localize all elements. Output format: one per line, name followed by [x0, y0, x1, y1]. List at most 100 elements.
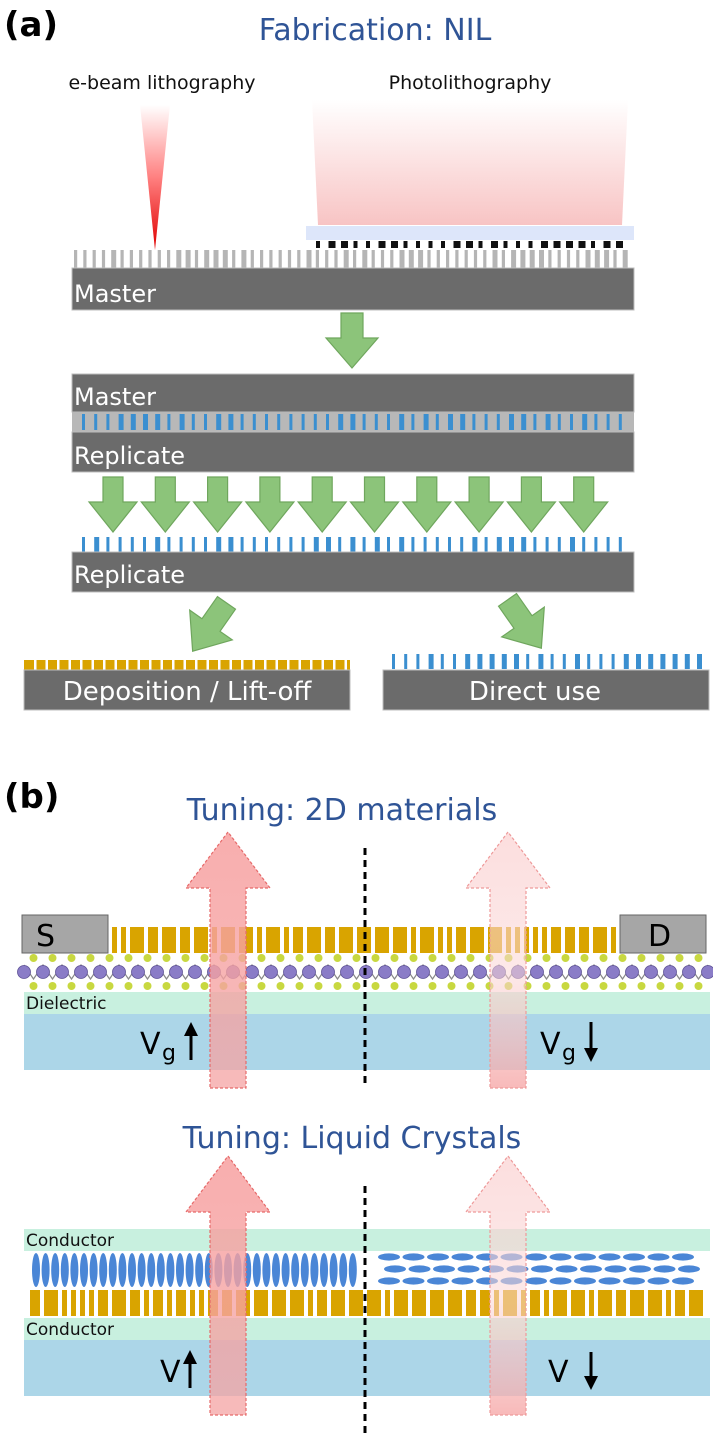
lc-molecule-vertical — [80, 1253, 88, 1287]
master-feature — [129, 250, 133, 268]
master-feature — [204, 250, 210, 268]
gold-antenna — [176, 1290, 186, 1316]
down-right-arrow — [497, 592, 545, 649]
metal-atom — [131, 965, 145, 979]
mask-feature — [403, 241, 408, 248]
gold-antenna — [456, 927, 466, 953]
lc-molecule-horizontal — [629, 1265, 651, 1273]
chalcogen-atom — [542, 982, 551, 990]
chalcogen-atom — [314, 982, 323, 990]
gold-antenna — [675, 1290, 685, 1316]
master-bar-1 — [71, 267, 635, 311]
lc-molecule-vertical — [291, 1253, 300, 1287]
pattern-feature — [326, 414, 329, 430]
gold-antenna — [579, 927, 589, 953]
voltage-up: V — [160, 1350, 197, 1390]
gate-substrate — [24, 1014, 710, 1070]
lc-molecule-vertical — [185, 1253, 194, 1287]
gold-antenna — [411, 927, 416, 953]
gold-gap — [264, 660, 267, 670]
direct-use-box — [382, 669, 710, 711]
master-feature — [343, 250, 349, 268]
title-liquid-crystals: Tuning: Liquid Crystals — [182, 1121, 522, 1156]
gold-antenna — [666, 1290, 671, 1316]
replicate-bar-2 — [71, 551, 635, 593]
gold-antenna — [394, 1290, 408, 1316]
chalcogen-atom — [67, 982, 76, 990]
metal-atom — [568, 965, 582, 979]
mask-feature — [591, 241, 595, 248]
lc-molecule-vertical — [348, 1253, 357, 1287]
metal-atom — [112, 965, 126, 979]
pattern-feature — [501, 654, 507, 669]
pattern-feature — [411, 414, 415, 430]
chalcogen-atom — [656, 954, 665, 962]
chalcogen-atom — [257, 982, 266, 990]
replication-arrow — [401, 476, 453, 533]
lc-molecule-vertical — [300, 1253, 309, 1287]
chalcogen-atom — [390, 982, 399, 990]
gold-gap — [344, 660, 347, 670]
master-feature — [473, 250, 478, 268]
chalcogen-atom — [67, 954, 76, 962]
lc-molecule-horizontal — [451, 1253, 474, 1261]
metal-atom — [473, 965, 487, 979]
master-feature — [529, 250, 535, 268]
master-feature — [74, 250, 78, 268]
pattern-feature — [526, 654, 530, 669]
pattern-feature — [143, 537, 146, 552]
pattern-feature — [648, 654, 654, 669]
chalcogen-atom — [200, 954, 209, 962]
gold-antenna — [162, 927, 176, 953]
gold-antenna — [544, 1290, 549, 1316]
mask-feature — [341, 241, 348, 248]
gold-antenna — [611, 927, 616, 953]
pattern-feature — [252, 414, 256, 430]
replication-arrow — [349, 476, 400, 533]
gold-antenna — [293, 927, 303, 953]
gold-antenna — [144, 1290, 149, 1316]
master-feature — [92, 250, 96, 268]
mask-feature — [328, 241, 336, 248]
gold-antenna — [272, 1290, 286, 1316]
lc-molecule-vertical — [310, 1253, 319, 1287]
master-feature — [427, 250, 431, 268]
lc-molecule-horizontal — [678, 1265, 700, 1273]
pattern-feature — [521, 414, 527, 430]
gold-antenna — [266, 927, 280, 953]
metal-atom — [435, 965, 449, 979]
metal-atom — [93, 965, 107, 979]
mask-feature — [516, 241, 520, 248]
chalcogen-atom — [257, 954, 266, 962]
drain-contact — [619, 914, 707, 954]
pattern-feature — [423, 414, 429, 430]
pattern-feature — [106, 537, 110, 552]
master-feature — [194, 250, 199, 268]
conductor-bottom-label: Conductor — [26, 1320, 114, 1340]
pattern-feature — [477, 654, 483, 669]
lc-molecule-horizontal — [384, 1265, 406, 1273]
gate-voltage-up: V g — [140, 1022, 198, 1066]
master-feature — [315, 250, 319, 268]
pattern-feature — [350, 537, 356, 552]
chalcogen-atom — [276, 982, 285, 990]
lc-molecule-vertical — [262, 1253, 271, 1287]
lc-molecule-horizontal — [672, 1253, 694, 1261]
pattern-feature — [191, 414, 195, 430]
chalcogen-atom — [181, 954, 190, 962]
pattern-feature — [118, 414, 124, 430]
replication-arrow — [140, 476, 191, 533]
mask-feature — [428, 241, 433, 248]
pattern-feature — [350, 414, 356, 430]
mask-feature — [616, 241, 623, 248]
gold-antenna — [257, 927, 262, 953]
metal-atom — [625, 965, 639, 979]
metal-atom — [36, 965, 50, 979]
metal-atom — [74, 965, 88, 979]
down-arrow-master — [324, 312, 380, 369]
master-label-2: Master — [74, 383, 156, 411]
pattern-feature — [313, 414, 317, 430]
gold-antenna — [438, 927, 443, 953]
chalcogen-atom — [333, 982, 342, 990]
metal-atom — [188, 965, 202, 979]
